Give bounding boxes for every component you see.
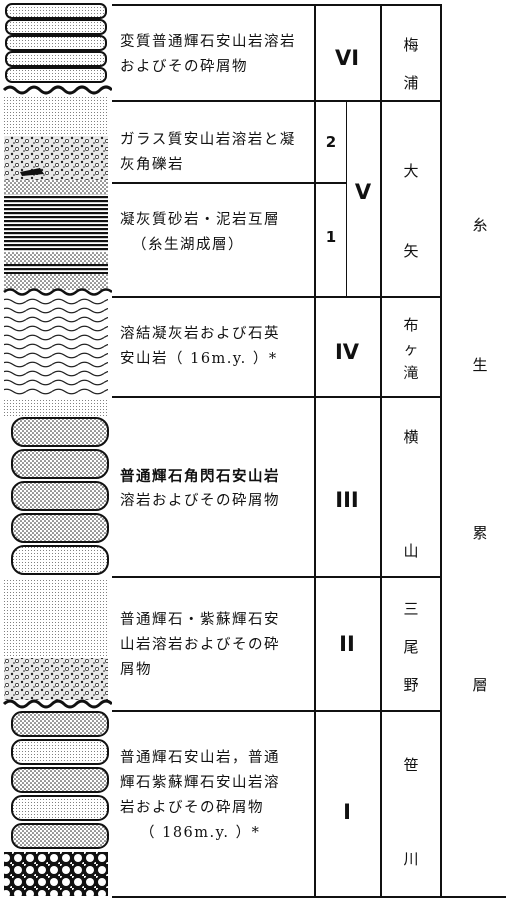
unit-iii-locality-1: 横 — [403, 428, 419, 446]
unit-v1-description: 凝灰質砂岩・泥岩互層 （糸生湖成層） — [120, 208, 314, 258]
column-divider-3 — [440, 4, 442, 898]
subunit-divider — [346, 100, 347, 296]
unit-i-locality-1: 笹 — [403, 756, 419, 774]
unit-v2-subnumber: 2 — [325, 133, 337, 151]
unit-v-locality-2: 矢 — [403, 242, 419, 260]
unit-v1-line-2: （糸生湖成層） — [132, 237, 244, 253]
unit-v2-line-1: ガラス質安山岩溶岩と凝 — [120, 132, 296, 148]
row-rule-vi — [112, 100, 442, 102]
unit-i-description: 普通輝石安山岩，普通 輝石紫蘇輝石安山岩溶 岩およびその砕屑物 （ 186m.y… — [120, 746, 314, 846]
group-name-char-3: 累 — [472, 524, 488, 542]
unit-ii-locality-3: 野 — [403, 676, 419, 694]
unit-iv-locality-3: 滝 — [403, 364, 419, 382]
column-divider-2 — [380, 4, 382, 898]
unit-iv-numeral: IV — [334, 340, 360, 364]
row-rule-v-sub — [112, 182, 346, 184]
unit-ii-description: 普通輝石・紫蘇輝石安 山岩溶岩およびその砕 屑物 — [120, 608, 314, 683]
unit-vi-description: 変質普通輝石安山岩溶岩 およびその砕屑物 — [120, 30, 310, 80]
row-rule-v — [112, 296, 442, 298]
unit-i-numeral: I — [343, 800, 351, 824]
unit-v2-description: ガラス質安山岩溶岩と凝 灰角礫岩 — [120, 128, 314, 178]
row-rule-iv — [112, 396, 442, 398]
unit-iv-line-2: 安山岩（ 16m.y. ）* — [120, 351, 278, 367]
unit-iv-line-1: 溶結凝灰岩および石英 — [120, 326, 280, 342]
unit-i-locality-2: 川 — [403, 850, 419, 868]
unit-vi-numeral: VI — [334, 46, 360, 70]
unit-i-line-3: 岩およびその砕屑物 — [120, 800, 264, 816]
unit-ii-line-1: 普通輝石・紫蘇輝石安 — [120, 612, 280, 628]
unit-i-line-4: （ 186m.y. ）* — [140, 825, 261, 841]
column-divider-1 — [314, 4, 316, 898]
unit-ii-line-3: 屑物 — [120, 662, 152, 678]
group-name-char-2: 生 — [472, 356, 488, 374]
unit-ii-numeral: II — [339, 632, 355, 656]
unit-i-line-1: 普通輝石安山岩，普通 — [120, 750, 280, 766]
unit-v-locality-1: 大 — [403, 162, 419, 180]
unit-v1-line-1: 凝灰質砂岩・泥岩互層 — [120, 212, 280, 228]
unit-i-line-2: 輝石紫蘇輝石安山岩溶 — [120, 775, 280, 791]
row-rule-ii — [112, 710, 442, 712]
unit-vi-line-1: 変質普通輝石安山岩溶岩 — [120, 34, 296, 50]
group-name-char-4: 層 — [472, 676, 488, 694]
unit-v1-subnumber: 1 — [325, 228, 337, 246]
top-rule — [112, 4, 442, 6]
unit-iv-description: 溶結凝灰岩および石英 安山岩（ 16m.y. ）* — [120, 322, 310, 372]
unit-iii-line-1: 普通輝石角閃石安山岩 — [120, 468, 280, 485]
unit-v2-line-2: 灰角礫岩 — [120, 157, 184, 173]
unit-iii-numeral: III — [335, 488, 359, 512]
unit-iii-locality-2: 山 — [403, 542, 419, 560]
row-rule-iii — [112, 576, 442, 578]
lithologic-column — [2, 3, 112, 896]
unit-ii-locality-2: 尾 — [403, 638, 419, 656]
unit-ii-locality-1: 三 — [403, 600, 419, 618]
unit-vi-locality-2: 浦 — [403, 74, 419, 92]
bottom-rule — [112, 896, 506, 898]
unit-iii-description: 普通輝石角閃石安山岩 溶岩およびその砕屑物 — [120, 464, 314, 514]
unit-v-numeral: V — [354, 180, 372, 204]
unit-ii-line-2: 山岩溶岩およびその砕 — [120, 637, 280, 653]
unit-iv-locality-1: 布 — [403, 316, 419, 334]
group-name-char-1: 糸 — [472, 216, 488, 234]
unit-vi-line-2: およびその砕屑物 — [120, 59, 248, 75]
unit-iv-locality-2: ヶ — [403, 340, 419, 358]
unit-vi-locality-1: 梅 — [403, 36, 419, 54]
unit-iii-line-2: 溶岩およびその砕屑物 — [120, 493, 280, 509]
